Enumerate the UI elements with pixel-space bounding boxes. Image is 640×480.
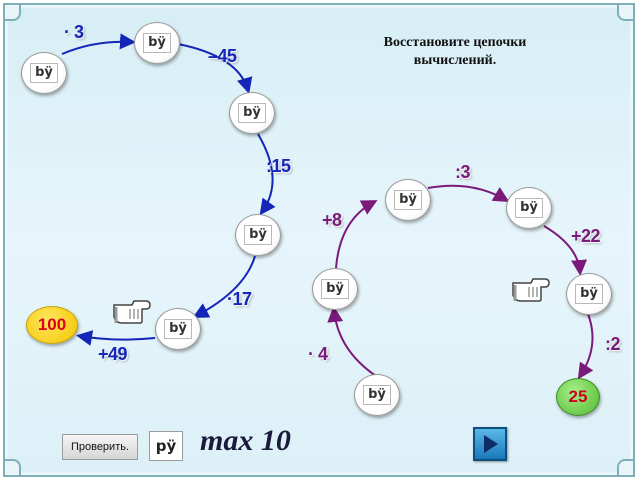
max-attempts-label: max 10 xyxy=(200,424,291,457)
node-input[interactable]: bÿ xyxy=(394,190,422,210)
play-button-icon xyxy=(484,435,498,453)
arrow-6 xyxy=(327,306,377,377)
arrow-7 xyxy=(335,200,378,269)
op-label-plus49: +49 xyxy=(98,344,128,364)
chain2-node-3[interactable]: bÿ xyxy=(385,179,431,221)
arrow-4 xyxy=(192,255,256,318)
frame-corner xyxy=(3,3,21,21)
chain2-node-4[interactable]: bÿ xyxy=(506,187,552,229)
op-label-div3: :3 xyxy=(455,162,471,182)
op-label-div2: :2 xyxy=(605,334,621,354)
chain1-node-2[interactable]: bÿ xyxy=(134,22,180,64)
check-button[interactable]: Проверить. xyxy=(62,434,138,460)
node-input[interactable]: bÿ xyxy=(30,63,58,83)
op-label-mul3: · 3 xyxy=(64,22,84,42)
op-label-mul4: · 4 xyxy=(308,344,328,364)
frame-corner xyxy=(617,3,635,21)
op-label-mul17: ·17 xyxy=(227,289,252,309)
frame-corner xyxy=(3,459,21,477)
pointing-hand-icon xyxy=(113,300,151,324)
task-title-line2: вычислений. xyxy=(413,53,497,68)
node-input[interactable]: bÿ xyxy=(244,225,272,245)
chain2-node-5[interactable]: bÿ xyxy=(566,273,612,315)
arrow-9 xyxy=(543,225,588,276)
arrow-10 xyxy=(577,313,594,380)
op-label-div15: :15 xyxy=(266,156,291,176)
pointing-hand-icon xyxy=(512,278,550,302)
node-input[interactable]: bÿ xyxy=(575,284,603,304)
node-input[interactable]: bÿ xyxy=(164,319,192,339)
chain2-node-2[interactable]: bÿ xyxy=(312,268,358,310)
arrow-5 xyxy=(76,330,156,346)
node-input[interactable]: bÿ xyxy=(363,385,391,405)
attempts-counter: pÿ xyxy=(149,431,183,461)
op-label-plus22: +22 xyxy=(571,226,601,246)
task-title-line1: Восстановите цепочки xyxy=(383,35,527,50)
node-input[interactable]: bÿ xyxy=(321,279,349,299)
chain1-node-4[interactable]: bÿ xyxy=(235,214,281,256)
arrow-1 xyxy=(61,33,136,55)
finish-value: 25 xyxy=(556,378,600,416)
play-button[interactable] xyxy=(473,427,507,461)
chain2-node-1[interactable]: bÿ xyxy=(354,374,400,416)
task-title: Восстановите цепочки вычислений. xyxy=(340,34,570,70)
node-input[interactable]: bÿ xyxy=(515,198,543,218)
chain1-node-3[interactable]: bÿ xyxy=(229,92,275,134)
chain1-node-5[interactable]: bÿ xyxy=(155,308,201,350)
op-label-plus8: +8 xyxy=(322,210,342,230)
arrow-2 xyxy=(177,43,253,94)
arrow-3 xyxy=(257,133,276,216)
op-label-minus45: –45 xyxy=(208,46,237,66)
arrow-8 xyxy=(427,184,510,203)
start-value: 100 xyxy=(26,306,78,344)
node-input[interactable]: bÿ xyxy=(143,33,171,53)
frame-corner xyxy=(617,459,635,477)
node-input[interactable]: bÿ xyxy=(238,103,266,123)
slide-frame xyxy=(3,3,635,477)
chain1-node-1[interactable]: bÿ xyxy=(21,52,67,94)
